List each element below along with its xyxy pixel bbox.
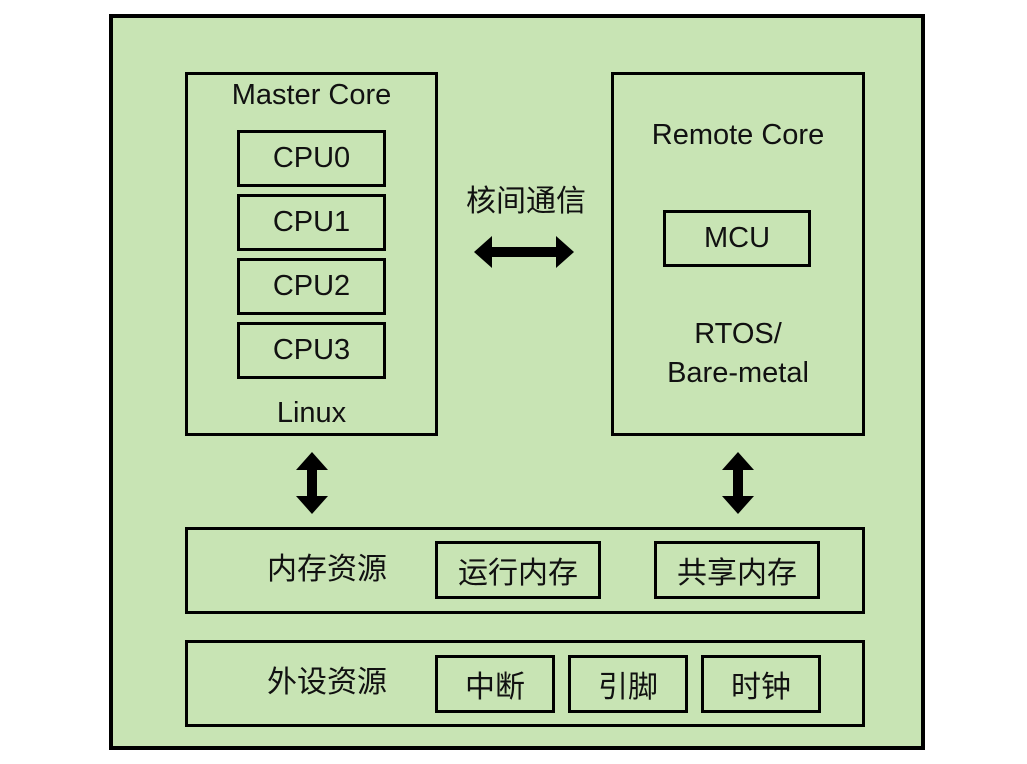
master-memory-arrow-icon — [296, 452, 328, 514]
remote-core-os-line2: Bare-metal — [667, 357, 809, 389]
runtime-memory-box: 运行内存 — [435, 541, 601, 599]
clock-box: 时钟 — [701, 655, 821, 713]
cpu1-box: CPU1 — [237, 194, 386, 251]
interrupt-box: 中断 — [435, 655, 555, 713]
memory-resources-label: 内存资源 — [267, 552, 387, 587]
master-core-os: Linux — [276, 397, 347, 429]
master-core-box — [185, 72, 438, 436]
mcu-box: MCU — [663, 210, 811, 267]
remote-core-os-line1: RTOS/ — [694, 318, 782, 350]
inter-core-arrow-icon — [474, 236, 574, 268]
cpu0-box: CPU0 — [237, 130, 386, 187]
remote-memory-arrow-icon — [722, 452, 754, 514]
inter-core-label: 核间通信 — [466, 184, 586, 219]
master-core-title: Master Core — [231, 79, 392, 111]
cpu3-box: CPU3 — [237, 322, 386, 379]
remote-core-title: Remote Core — [651, 119, 825, 151]
peripheral-resources-label: 外设资源 — [267, 665, 387, 700]
pin-box: 引脚 — [568, 655, 688, 713]
shared-memory-box: 共享内存 — [654, 541, 820, 599]
cpu2-box: CPU2 — [237, 258, 386, 315]
